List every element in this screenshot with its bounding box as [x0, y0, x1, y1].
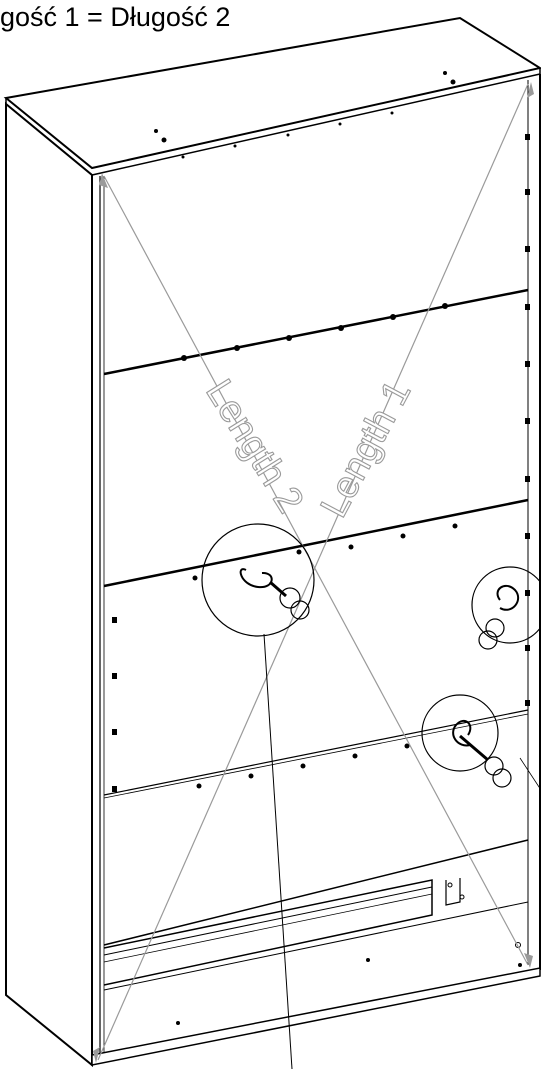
bottom-panel [91, 967, 541, 1066]
back-panel-seam-1 [103, 288, 529, 376]
detail-circle-center [201, 523, 315, 637]
back-panel-seam-2 [103, 498, 529, 588]
diagonal-equality-caption: gość 1 = Długość 2 [0, 2, 231, 32]
length-1-label: Length 1 [313, 374, 420, 524]
length-2-label: Length 2 [197, 373, 311, 521]
bottom-right-post [445, 878, 461, 906]
left-brackets [112, 617, 117, 792]
back-panel-bottom [103, 839, 529, 946]
leader-line [263, 633, 293, 1070]
right-side-brackets [525, 134, 530, 706]
top-holes [154, 71, 456, 159]
cabinet-top [3, 16, 541, 170]
detail-circle-right-upper [471, 566, 541, 650]
diagonal-arrowheads [93, 82, 534, 1063]
detail-circle-right-lower [421, 694, 512, 788]
seam-screws [181, 303, 458, 789]
left-side-panel [5, 101, 93, 1068]
back-panel-seam-3 [103, 709, 529, 796]
bottom-rail [103, 879, 433, 986]
